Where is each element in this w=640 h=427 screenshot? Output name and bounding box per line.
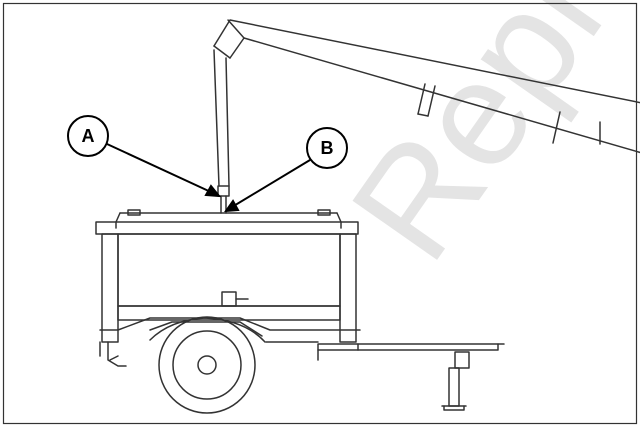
- callout-b-arrowhead: [223, 199, 240, 213]
- crane-boom: [213, 19, 640, 154]
- lifting-sling: [213, 49, 230, 214]
- callout-a-arrowhead: [204, 184, 222, 198]
- trailer-wheel: [149, 316, 266, 414]
- callout-b: B: [306, 127, 348, 169]
- callout-a-arrow: [106, 143, 214, 194]
- compressor-enclosure: [95, 209, 359, 343]
- callout-b-label: B: [321, 138, 334, 158]
- watermark: Repr: [319, 0, 640, 288]
- jack-stand: [441, 351, 470, 411]
- callout-a: A: [67, 115, 109, 157]
- callout-a-label: A: [82, 126, 95, 146]
- callout-b-arrow: [231, 159, 311, 208]
- trailer-chassis: [99, 317, 505, 367]
